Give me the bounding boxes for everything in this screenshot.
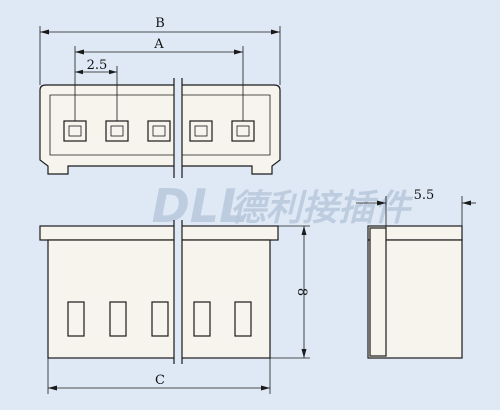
dimension-b-label: B (155, 16, 165, 31)
contact-slot (109, 301, 127, 337)
pin-cavity (189, 120, 213, 142)
pin-cavity (147, 120, 171, 142)
front-view (39, 225, 279, 359)
side-view (367, 225, 463, 359)
break-lines (173, 78, 183, 364)
top-view (39, 84, 281, 175)
dimension-a: A (74, 37, 244, 121)
dimension-b: B (39, 16, 281, 85)
contact-slot (234, 301, 252, 337)
top-view-housing (39, 84, 281, 175)
dimension-height: 8 (270, 225, 310, 359)
contact-slot (151, 301, 169, 337)
dimension-c: C (47, 358, 271, 394)
contact-slot (67, 301, 85, 337)
dimension-depth: 5.5 (356, 188, 476, 228)
dimension-depth-label: 5.5 (414, 188, 435, 203)
dimension-pitch: 2.5 (75, 58, 118, 121)
dimension-height-label: 8 (294, 288, 309, 296)
top-view-inner-wall (49, 94, 271, 156)
side-view-flange (369, 227, 387, 357)
front-view-cap (39, 225, 279, 241)
watermark-chinese: 德利接插件 (230, 188, 414, 229)
front-view-body (47, 239, 271, 359)
dimension-c-label: C (155, 373, 165, 388)
dimension-pitch-label: 2.5 (87, 58, 108, 73)
contact-slot (193, 301, 211, 337)
dimension-a-label: A (153, 37, 164, 52)
watermark-brand: DLL (152, 179, 249, 233)
front-view-slots (67, 301, 252, 337)
top-view-pins (63, 120, 255, 142)
